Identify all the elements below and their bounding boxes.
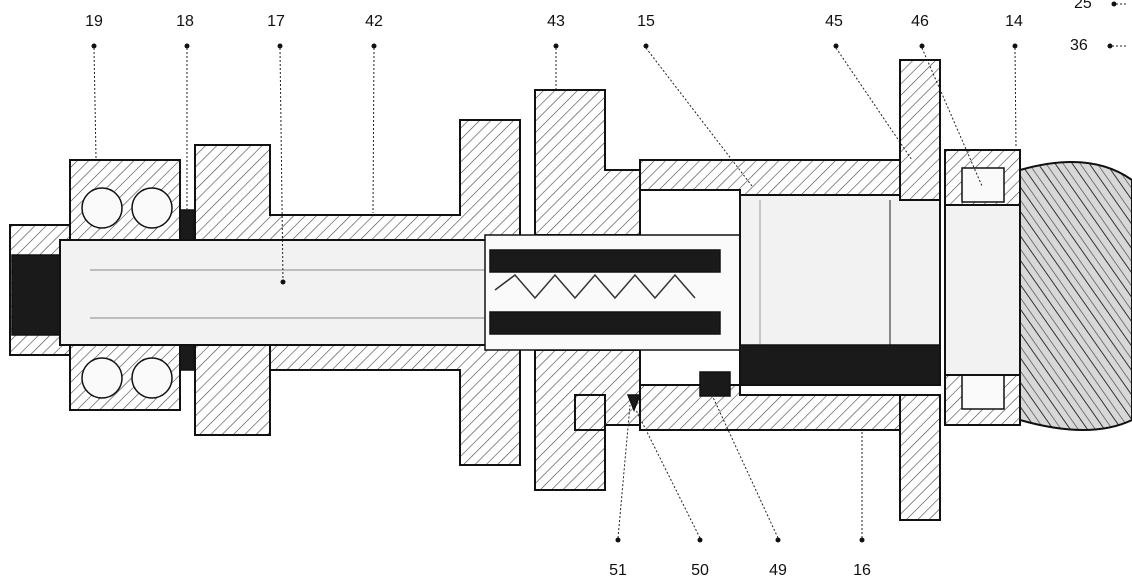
callout-42: 42 <box>365 13 383 214</box>
callout-label-36: 36 <box>1070 37 1088 54</box>
callout-49: 49 <box>711 394 787 579</box>
callout-16: 16 <box>853 430 871 579</box>
gear-42 <box>194 119 521 466</box>
coupling-drum <box>739 194 941 386</box>
callout-label-19: 19 <box>85 13 103 30</box>
callout-14: 14 <box>1005 13 1023 149</box>
callout-label-50: 50 <box>691 562 709 579</box>
callout-label-49: 49 <box>769 562 787 579</box>
callout-label-14: 14 <box>1005 13 1023 30</box>
callout-45: 45 <box>825 13 913 161</box>
callout-19: 19 <box>85 13 103 159</box>
callout-36: 36 <box>1070 37 1128 54</box>
callout-label-17: 17 <box>267 13 285 30</box>
callout-18: 18 <box>176 13 194 210</box>
callout-label-42: 42 <box>365 13 383 30</box>
callout-label-18: 18 <box>176 13 194 30</box>
callout-15: 15 <box>637 13 753 187</box>
callout-label-51: 51 <box>609 562 627 579</box>
callout-label-45: 45 <box>825 13 843 30</box>
callout-25: 25 <box>1074 0 1128 12</box>
callout-46: 46 <box>911 13 983 187</box>
callout-label-16: 16 <box>853 562 871 579</box>
callout-43: 43 <box>547 13 565 90</box>
callout-label-25: 25 <box>1074 0 1092 12</box>
bearing-14 <box>944 149 1021 426</box>
spline-section <box>484 234 741 351</box>
callout-label-43: 43 <box>547 13 565 30</box>
callout-50: 50 <box>635 409 709 579</box>
gear-45 <box>899 59 941 521</box>
callout-label-15: 15 <box>637 13 655 30</box>
pinion-gear <box>1019 161 1132 431</box>
callout-17: 17 <box>267 13 286 285</box>
seal-parts <box>574 371 731 431</box>
callout-label-46: 46 <box>911 13 929 30</box>
callout-51: 51 <box>609 404 631 579</box>
bearing-19 <box>69 159 181 411</box>
